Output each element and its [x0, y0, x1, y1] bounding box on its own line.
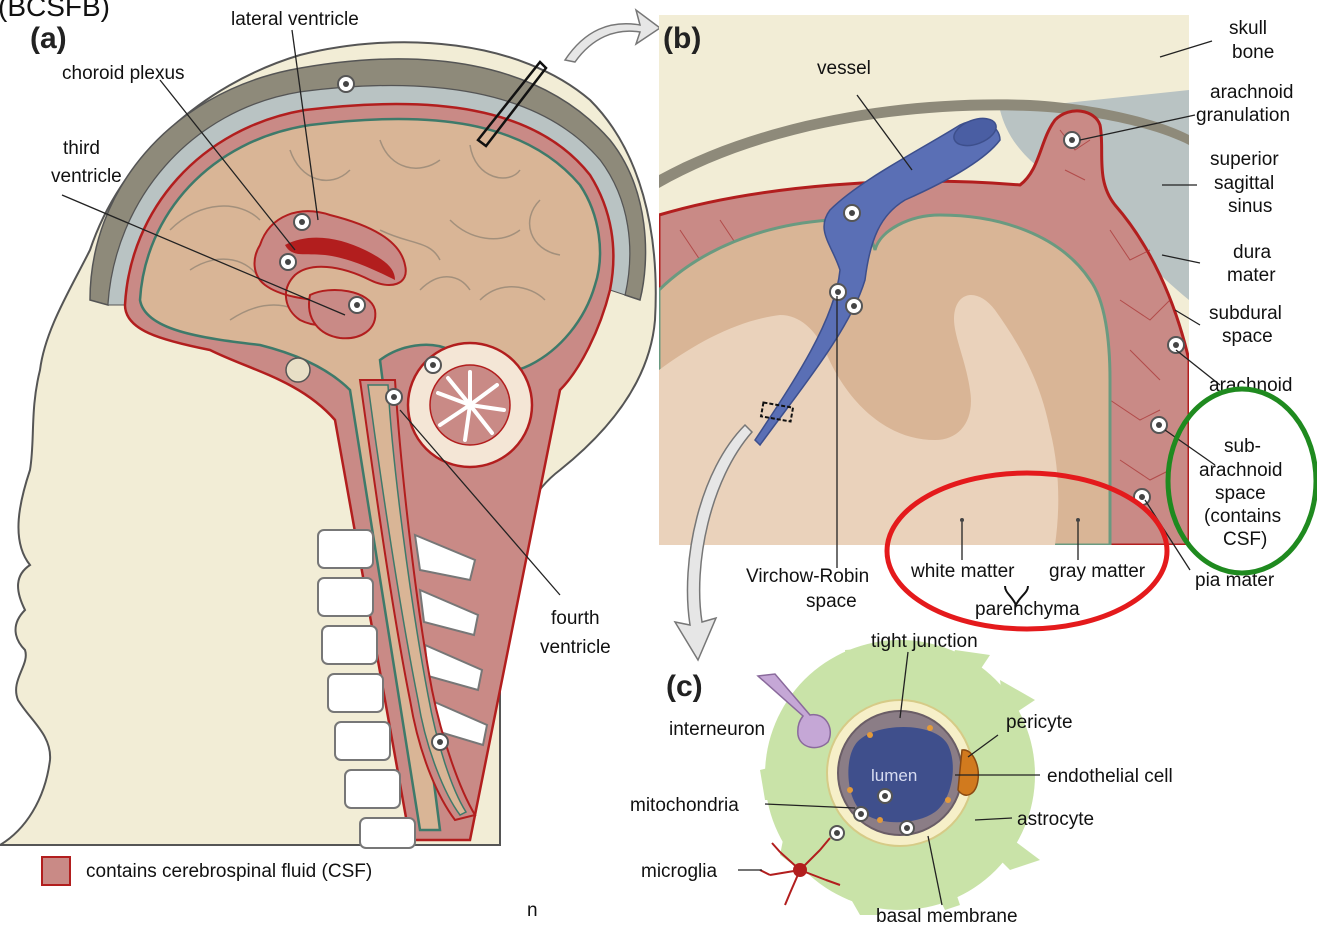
label-fourth-ventricle-2: ventricle — [540, 637, 611, 658]
label-basal: basal membrane — [876, 906, 1018, 927]
label-lumen: lumen — [871, 766, 917, 785]
label-third-ventricle-2: ventricle — [51, 166, 122, 187]
microglia-body — [793, 863, 807, 877]
label-tight-junction: tight junction — [871, 631, 978, 652]
label-arach-gran-1: arachnoid — [1210, 82, 1293, 103]
label-sss-3: sinus — [1228, 196, 1272, 217]
label-dura-2: mater — [1227, 265, 1276, 286]
label-subarach-1: sub- — [1224, 436, 1261, 457]
pituitary — [286, 358, 310, 382]
label-subdural-2: space — [1222, 326, 1273, 347]
panel-c: (c) tight junction interneuron pericyte … — [630, 631, 1173, 927]
label-mitochondria: mitochondria — [630, 795, 739, 816]
label-sss-1: superior — [1210, 149, 1279, 170]
dot-b-gm — [1076, 518, 1080, 522]
cut-title: (BCSFB) — [0, 0, 110, 22]
label-arach-gran-2: granulation — [1196, 105, 1290, 126]
panel-b: (b) vessel skull bone arachnoid granulat… — [659, 15, 1293, 660]
label-microglia: microglia — [641, 861, 717, 882]
label-skull-2: bone — [1232, 42, 1274, 63]
label-lateral-ventricle: lateral ventricle — [231, 9, 359, 30]
label-subarach-5: CSF) — [1223, 529, 1267, 550]
label-gray-matter: gray matter — [1049, 561, 1146, 582]
label-dura-1: dura — [1233, 242, 1271, 263]
label-choroid-plexus: choroid plexus — [62, 63, 185, 84]
label-virchow-1: Virchow-Robin — [746, 566, 869, 587]
legend-swatch — [42, 857, 70, 885]
label-white-matter: white matter — [910, 561, 1015, 582]
footer-char: n — [527, 900, 538, 921]
label-subarach-4: (contains — [1204, 506, 1281, 527]
label-skull-1: skull — [1229, 18, 1267, 39]
label-endothelial: endothelial cell — [1047, 766, 1173, 787]
label-parenchyma: parenchyma — [975, 599, 1080, 620]
label-subdural-1: subdural — [1209, 303, 1282, 324]
label-interneuron: interneuron — [669, 719, 765, 740]
label-astrocyte: astrocyte — [1017, 809, 1094, 830]
panel-b-letter: (b) — [663, 22, 701, 55]
panel-a: (BCSFB) (a) lateral ventricle choroid pl… — [0, 0, 660, 921]
panel-a-letter: (a) — [30, 22, 67, 55]
label-third-ventricle-1: third — [63, 138, 100, 159]
label-vessel: vessel — [817, 58, 871, 79]
label-subarach-3: space — [1215, 483, 1266, 504]
panel-c-letter: (c) — [666, 670, 703, 703]
dot-b-wm — [960, 518, 964, 522]
label-pericyte: pericyte — [1006, 712, 1073, 733]
label-sss-2: sagittal — [1214, 173, 1274, 194]
label-fourth-ventricle-1: fourth — [551, 608, 600, 629]
label-virchow-2: space — [806, 591, 857, 612]
legend-text: contains cerebrospinal fluid (CSF) — [86, 861, 372, 882]
label-subarach-2: arachnoid — [1199, 460, 1282, 481]
arrow-a-to-b — [565, 10, 660, 62]
